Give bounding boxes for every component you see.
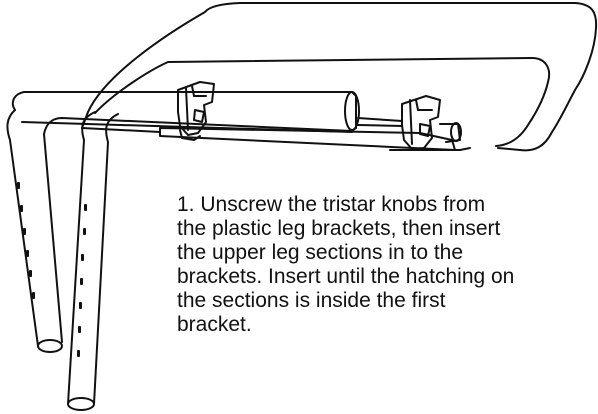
assembly-instruction-text: 1. Unscrew the tristar knobs from the pl… xyxy=(177,193,598,337)
instruction-line: the upper leg sections in to the xyxy=(177,241,464,264)
leg-hatching-marks xyxy=(17,182,87,357)
right-bracket xyxy=(401,95,441,150)
left-bracket xyxy=(177,81,215,136)
right-leg xyxy=(67,111,119,405)
table-top-outline xyxy=(87,2,598,152)
instruction-line: the plastic leg brackets, then insert xyxy=(177,217,501,240)
left-leg xyxy=(6,109,63,347)
upper-leg-tube xyxy=(11,91,357,135)
instruction-line: the sections is inside the first xyxy=(177,289,446,312)
instruction-line: 1. Unscrew the tristar knobs from xyxy=(177,193,486,216)
table-top-inner-edge xyxy=(94,57,551,147)
instruction-line: bracket. xyxy=(177,313,252,336)
mounting-rail xyxy=(159,127,456,151)
instruction-line: brackets. Insert until the hatching on xyxy=(177,265,515,288)
